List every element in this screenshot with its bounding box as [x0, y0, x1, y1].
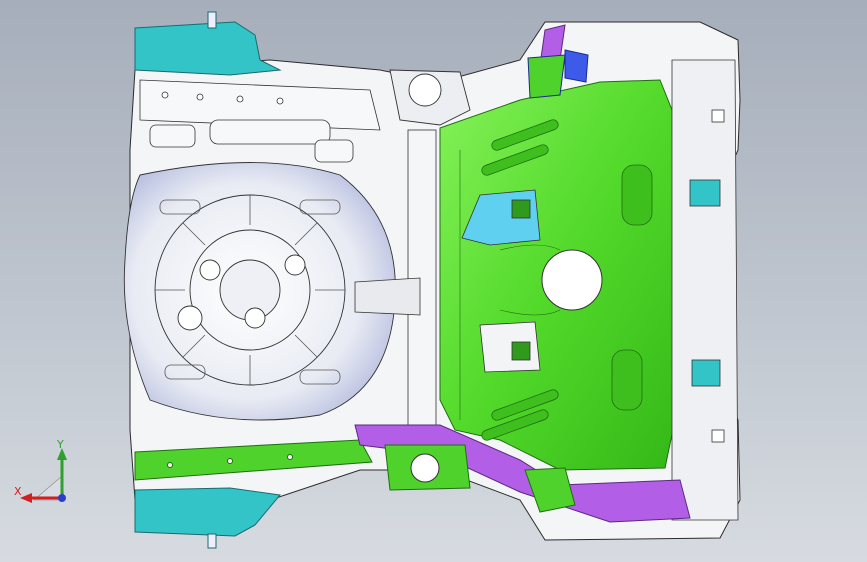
front-right-bracket	[527, 49, 589, 99]
triad-graphic: X Y	[14, 440, 67, 503]
upper-center-bracket	[389, 69, 471, 126]
left-lower-rail	[134, 439, 373, 481]
rear-left-bottom-bracket	[134, 487, 281, 549]
seat-mount-brackets	[461, 189, 541, 373]
spare-wheel-well	[123, 162, 396, 421]
x-axis-label: X	[14, 485, 22, 498]
x-axis-arrowhead-icon	[20, 493, 32, 503]
front-floor-panel	[439, 79, 676, 471]
lower-center-bracket	[384, 444, 471, 491]
rear-left-top-bracket	[134, 11, 282, 76]
y-axis-arrowhead-icon	[57, 448, 67, 460]
front-right-lower-bracket	[524, 467, 576, 513]
y-axis-label: Y	[56, 440, 64, 451]
coordinate-triad: X Y	[12, 440, 82, 510]
rear-crossmember	[139, 79, 381, 163]
z-axis-dot-icon	[58, 494, 66, 502]
center-rail	[354, 129, 437, 441]
right-side-sill	[671, 59, 739, 521]
